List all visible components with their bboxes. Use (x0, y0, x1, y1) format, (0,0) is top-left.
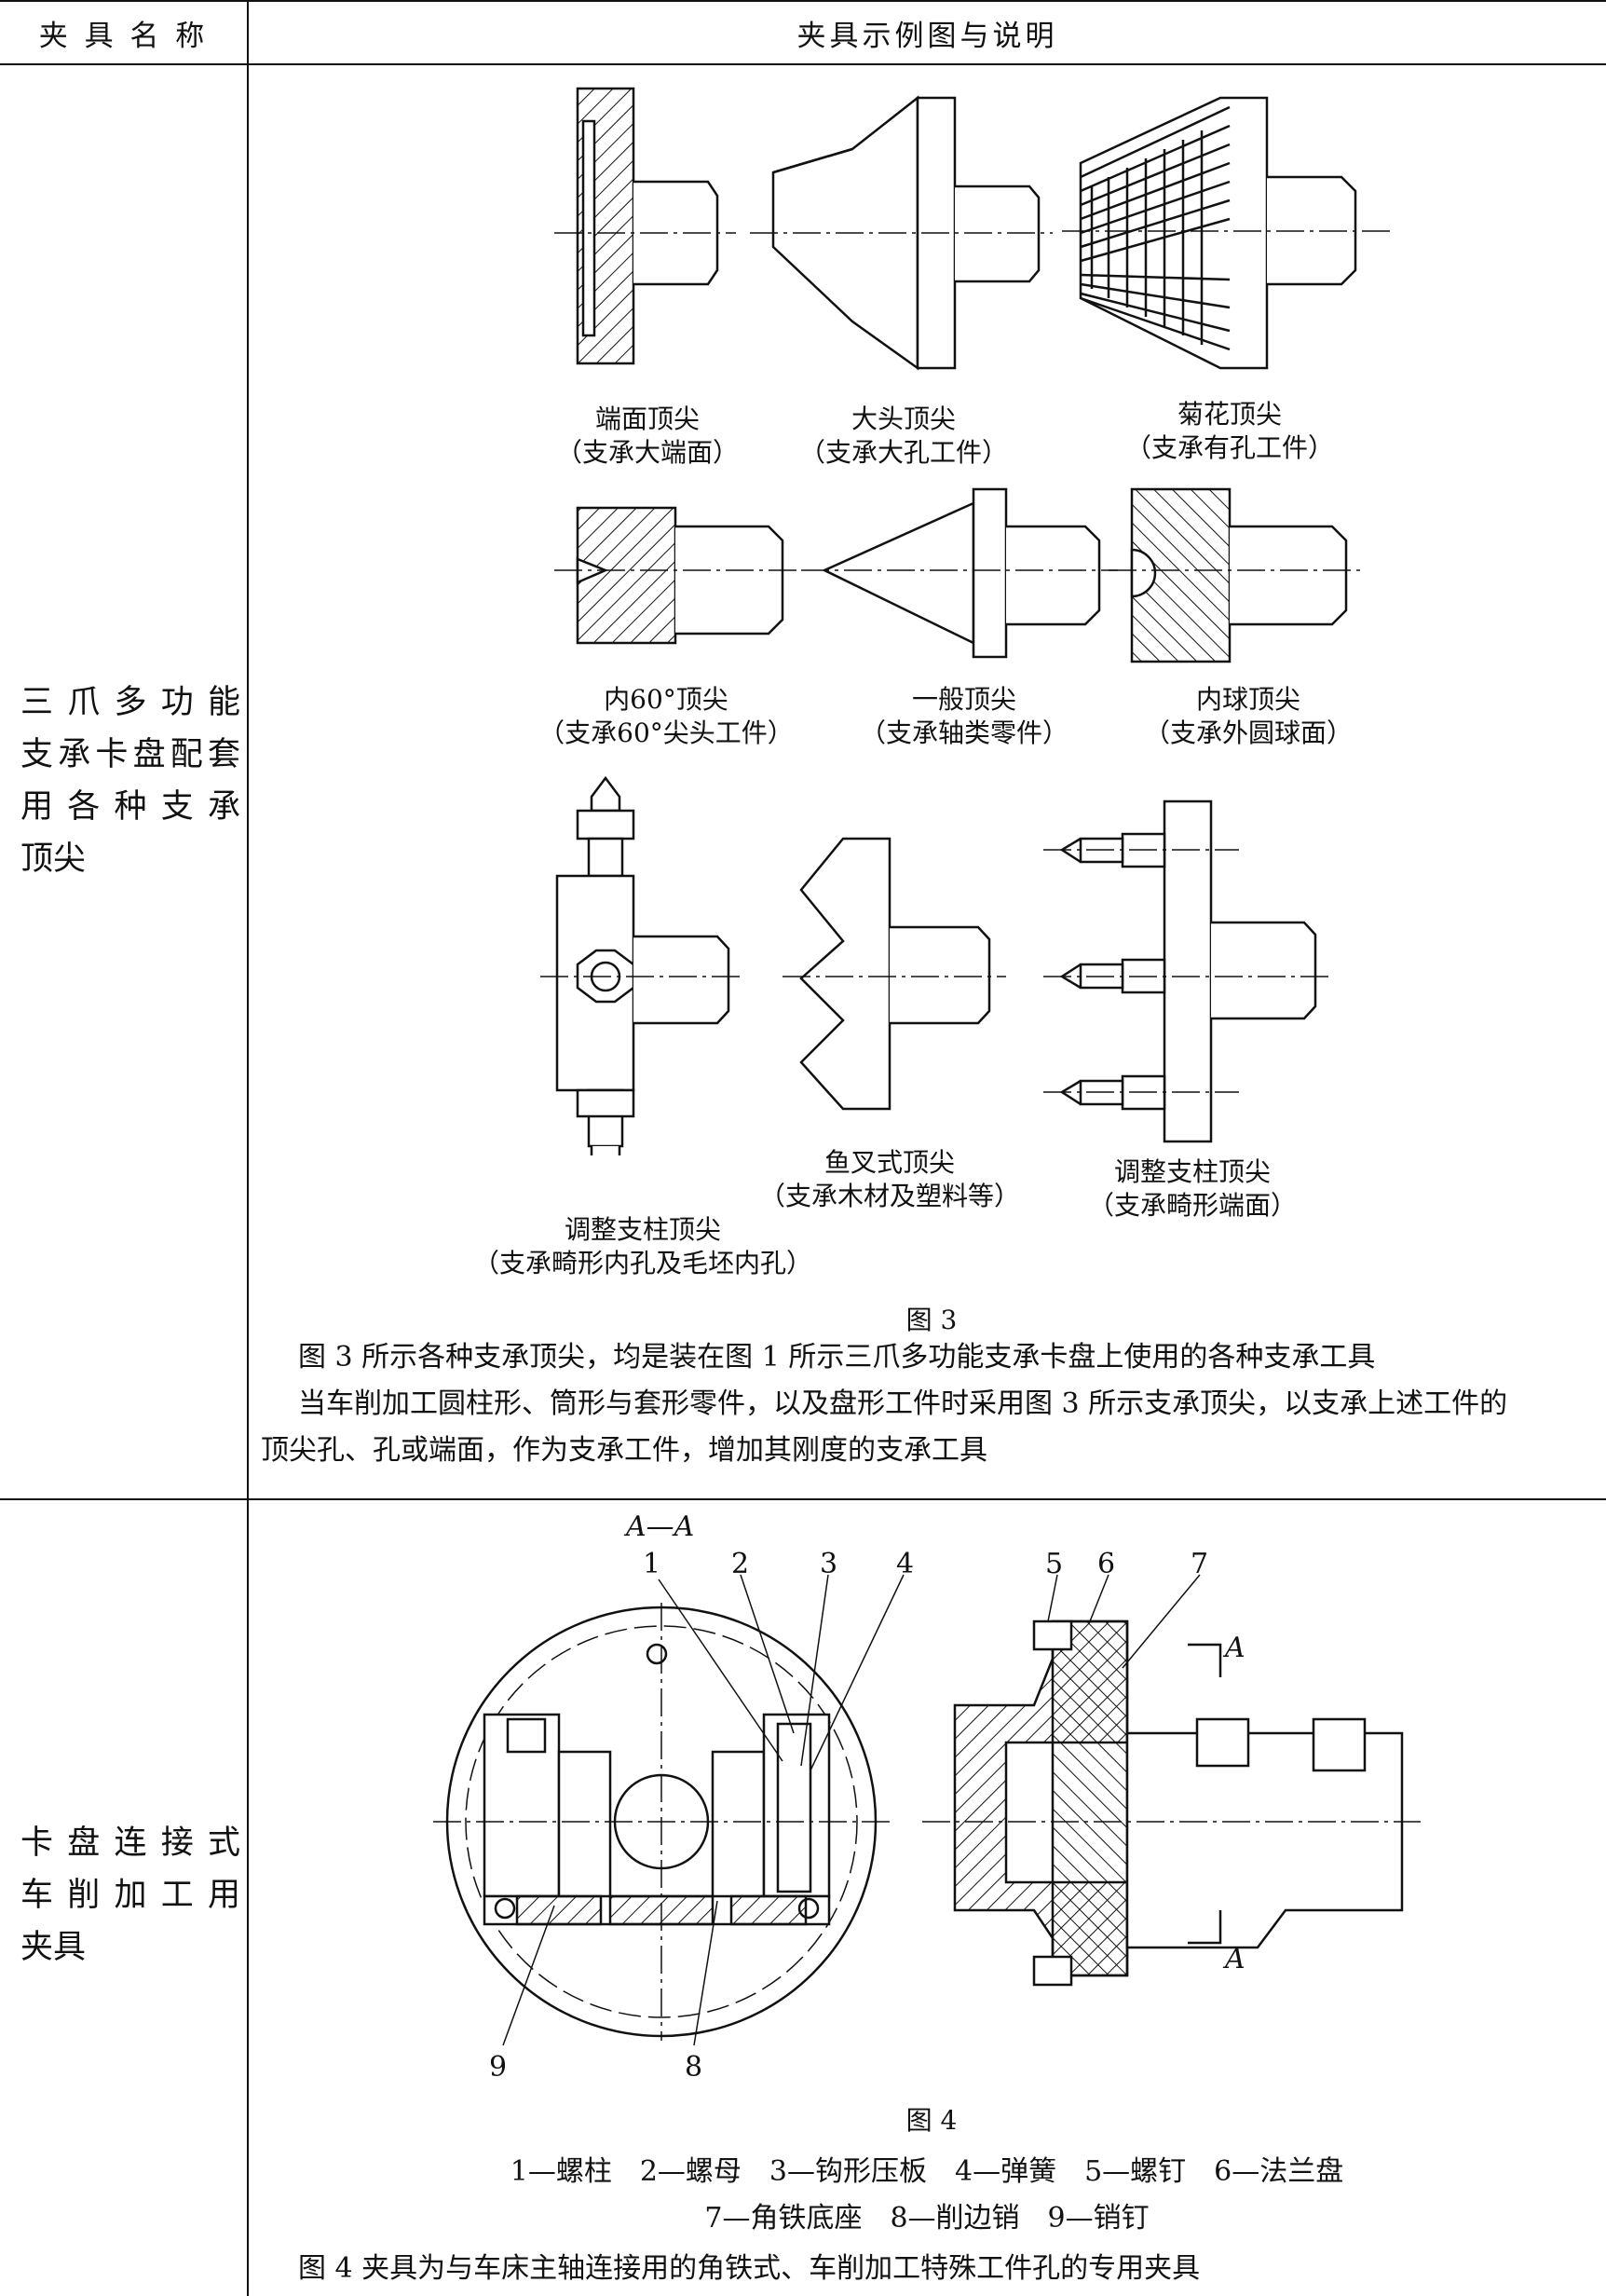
caption-title: 调整支柱顶尖 (564, 1214, 721, 1245)
caption-sub: （支承60°尖头工件） (538, 718, 794, 748)
table-top-border (0, 0, 1606, 2)
caption-sub: （支承大端面） (555, 437, 739, 468)
figure-3-description: 图 3 所示各种支承顶尖，均是装在图 1 所示三爪多功能支承卡盘上使用的各种支承… (298, 1334, 1507, 1428)
callout-5: 5 (1045, 1548, 1063, 1580)
caption-title: 内60°顶尖 (604, 684, 728, 715)
caption-large-head-center: 大头顶尖 （支承大孔工件） (787, 403, 1020, 470)
inner-60-center-drawing (554, 506, 801, 645)
row1-name-line: 用 各 种 支 承 (20, 788, 240, 826)
caption-general-center: 一般顶尖 （支承轴类零件） (848, 683, 1081, 750)
callout-3: 3 (820, 1548, 837, 1580)
figure-3-label: 图 3 (905, 1305, 958, 1335)
caption-inner-60-center: 内60°顶尖 （支承60°尖头工件） (531, 683, 801, 750)
section-mark-top: A (1222, 1632, 1245, 1664)
adjustable-post-center-drawing (540, 775, 745, 1155)
callout-7: 7 (1191, 1548, 1208, 1580)
caption-sub: （支承外圆球面） (1143, 718, 1353, 748)
face-center-drawing (554, 87, 736, 365)
chrysanthemum-center-drawing (1062, 96, 1393, 370)
side-view-drawing (922, 1574, 1421, 1987)
figure-4-drawing: A—A A A 1 2 3 4 5 6 7 8 9 (433, 1510, 1421, 2084)
fork-center-drawing (783, 837, 1006, 1111)
caption-fork-center: 鱼叉式顶尖 （支承木材及塑料等） (755, 1146, 1025, 1213)
caption-adjustable-post-center: 调整支柱顶尖 （支承畸形内孔及毛坯内孔） (447, 1213, 838, 1280)
figure-3-drawing (540, 87, 1393, 1155)
section-mark-bottom: A (1222, 1943, 1245, 1975)
section-title: A—A (623, 1510, 694, 1543)
row-divider (0, 1498, 1606, 1500)
header-col2-label: 夹具示例图与说明 (796, 19, 1058, 53)
caption-title: 一般顶尖 (911, 684, 1016, 715)
caption-inner-ball-center: 内球顶尖 （支承外圆球面） (1132, 683, 1365, 750)
header-example-column: 夹具示例图与说明 (249, 0, 1606, 65)
callout-1: 1 (643, 1548, 660, 1580)
row1-name-cell: 三爪多功能 支承卡盘配套 用 各 种 支 承 顶尖 (20, 676, 240, 885)
callout-2: 2 (731, 1548, 749, 1580)
header-col1-label: 夹 具 名 称 (38, 19, 209, 53)
row2-name-line: 夹具 (20, 1929, 87, 1966)
callout-4: 4 (896, 1548, 914, 1580)
caption-title: 鱼叉式顶尖 (823, 1147, 955, 1178)
caption-sub: （支承畸形端面） (1087, 1190, 1297, 1221)
caption-title: 调整支柱顶尖 (1113, 1156, 1271, 1187)
caption-title: 大头顶尖 (851, 403, 956, 434)
legend-line: 7—角铁底座 8—削边销 9—销钉 (704, 2202, 1150, 2234)
section-view-drawing (433, 1574, 905, 2046)
inner-ball-center-drawing (1109, 487, 1365, 663)
description-line: 图 3 所示各种支承顶尖，均是装在图 1 所示三爪多功能支承卡盘上使用的各种支承… (298, 1341, 1376, 1374)
adjustable-post-end-drawing (1043, 800, 1332, 1143)
row2-name-cell: 卡盘连接式 车 削 加 工 用 夹具 (20, 1817, 240, 1974)
row1-name-line: 支承卡盘配套 (20, 736, 240, 773)
column-divider (247, 0, 249, 2296)
caption-sub: （支承畸形内孔及毛坯内孔） (472, 1248, 812, 1278)
caption-sub: （支承木材及塑料等） (758, 1181, 1020, 1211)
row1-name-line: 三爪多功能 (20, 684, 240, 721)
caption-title: 端面顶尖 (594, 403, 700, 434)
description-line: 顶尖孔、孔或端面，作为支承工件，增加其刚度的支承工具 (261, 1434, 987, 1467)
callout-6: 6 (1097, 1548, 1115, 1580)
caption-sub: （支承轴类零件） (859, 718, 1068, 748)
row1-name-line: 顶尖 (20, 840, 87, 878)
caption-title: 菊花顶尖 (1177, 399, 1282, 430)
figure-4-label: 图 4 (905, 2105, 958, 2136)
figure-4-description: 图 4 夹具为与车床主轴连接用的角铁式、车削加工特殊工件孔的专用夹具 (298, 2246, 1200, 2292)
figure-3-description-cont: 顶尖孔、孔或端面，作为支承工件，增加其刚度的支承工具 (261, 1428, 987, 1474)
caption-sub: （支承大孔工件） (798, 437, 1008, 468)
figure-4-legend: 1—螺柱 2—螺母 3—钩形压板 4—弹簧 5—螺钉 6—法兰盘 7—角铁底座 … (307, 2149, 1546, 2242)
description-line: 当车削加工圆柱形、筒形与套形零件，以及盘形工件时采用图 3 所示支承顶尖，以支承… (298, 1387, 1508, 1420)
caption-face-center: 端面顶尖 （支承大端面） (536, 403, 759, 470)
general-center-drawing (801, 487, 1118, 659)
legend-line: 1—螺柱 2—螺母 3—钩形压板 4—弹簧 5—螺钉 6—法兰盘 (510, 2155, 1344, 2188)
row2-name-line: 车 削 加 工 用 (20, 1877, 240, 1914)
caption-adjustable-post-end: 调整支柱顶尖 （支承畸形端面） (1071, 1155, 1313, 1223)
caption-chrysanthemum-center: 菊花顶尖 （支承有孔工件） (1113, 398, 1346, 465)
callout-9: 9 (489, 2051, 507, 2084)
row2-name-line: 卡盘连接式 (20, 1824, 240, 1862)
large-head-center-drawing (750, 95, 1053, 371)
callout-8: 8 (685, 2051, 702, 2084)
description-line: 图 4 夹具为与车床主轴连接用的角铁式、车削加工特殊工件孔的专用夹具 (298, 2252, 1201, 2285)
header-bottom-border (0, 63, 1606, 65)
caption-sub: （支承有孔工件） (1124, 432, 1334, 463)
caption-title: 内球顶尖 (1195, 684, 1300, 715)
header-name-column: 夹 具 名 称 (0, 0, 247, 65)
